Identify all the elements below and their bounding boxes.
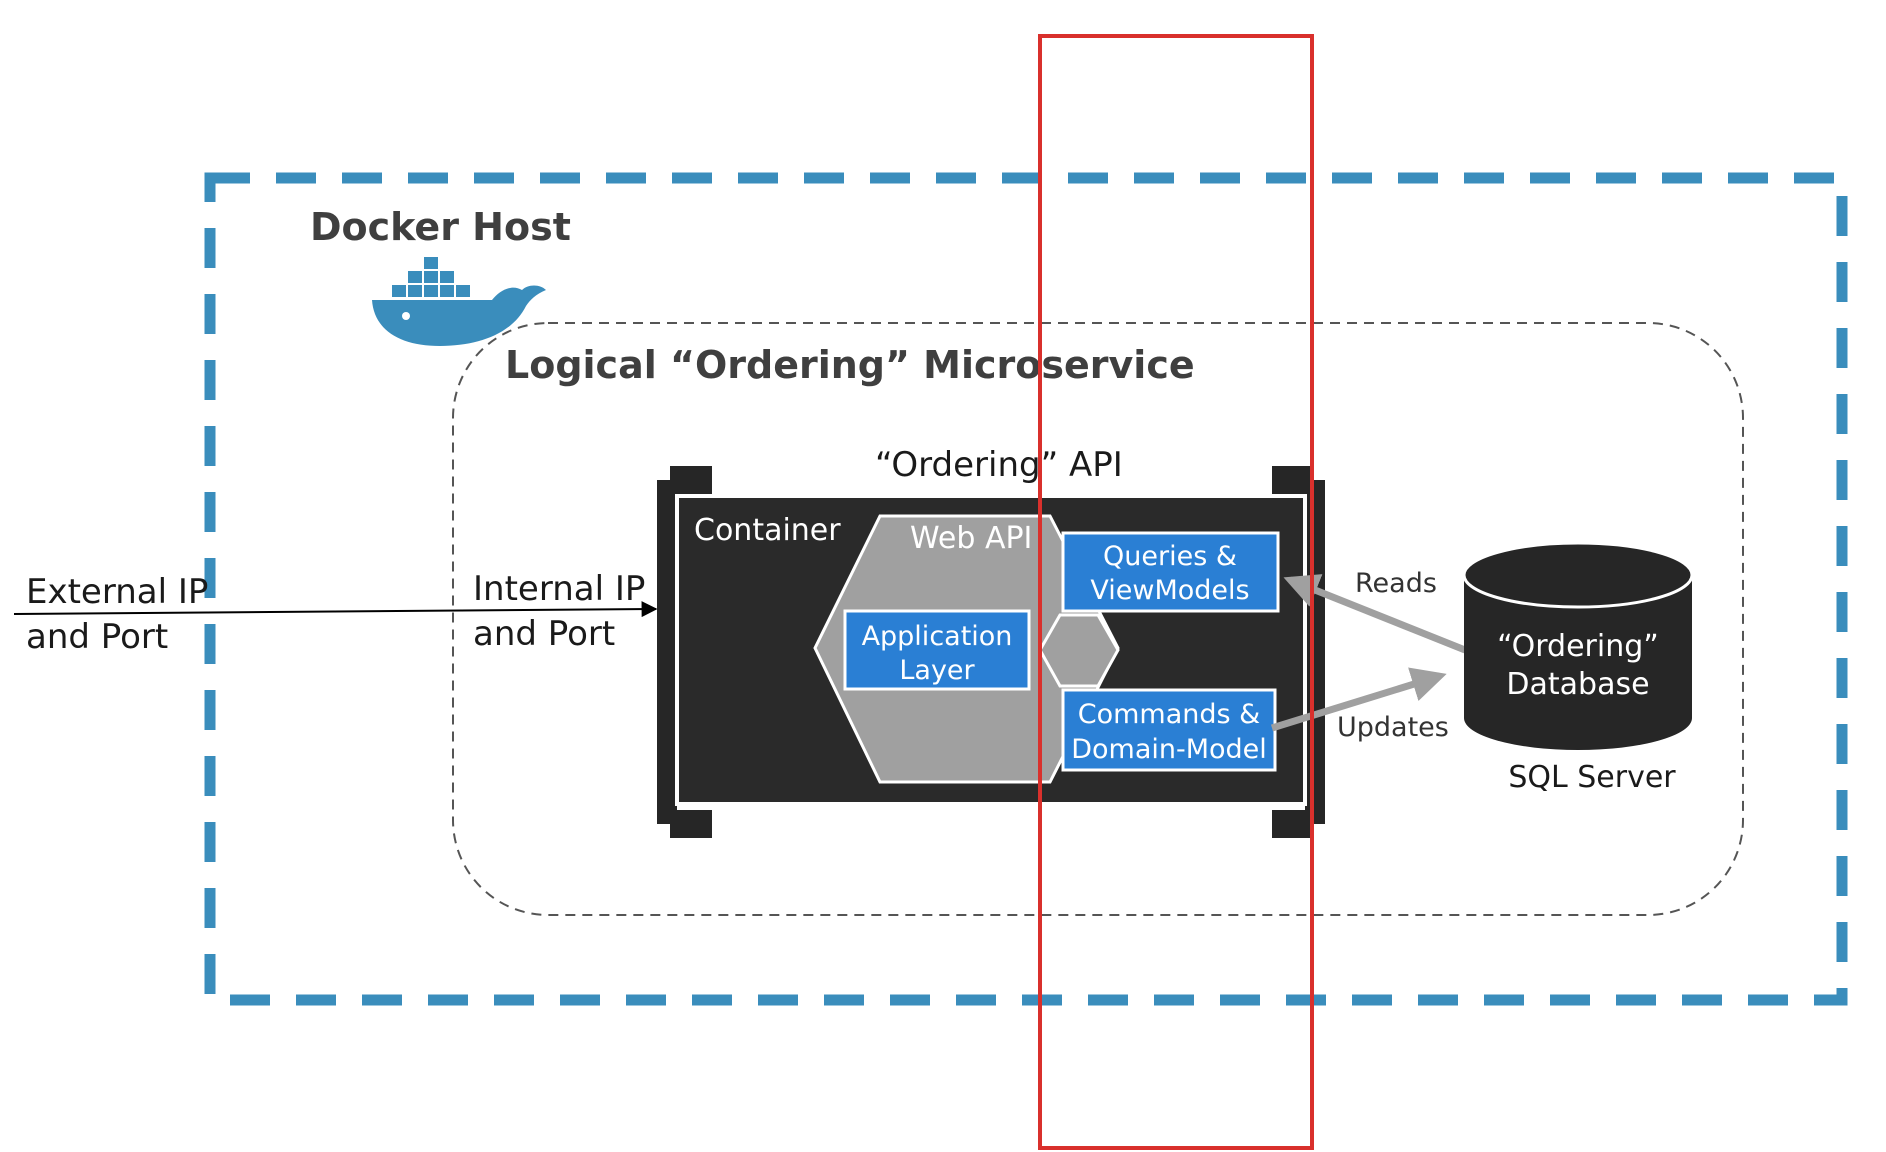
updates-label: Updates [1337,712,1449,743]
docker-whale-icon [372,257,546,346]
commands-line1: Commands & [1078,699,1260,730]
application-layer-line1: Application [862,621,1013,652]
api-title: “Ordering” API [875,445,1123,485]
external-connection-arrow [13,601,658,618]
queries-line2: ViewModels [1090,575,1249,606]
highlight-box [1038,34,1314,1150]
reads-label: Reads [1355,568,1437,599]
microservice-title: Logical “Ordering” Microservice [505,343,1195,387]
docker-host-boundary [204,172,1848,1006]
updates-arrow [1270,667,1447,732]
queries-line1: Queries & [1103,541,1237,572]
queries-box [1061,531,1280,613]
sql-server-label: SQL Server [1508,760,1676,795]
microservice-boundary [452,322,1744,916]
application-layer-line2: Layer [899,655,975,686]
external-ip-line1: External IP [26,572,208,612]
container-label: Container [694,513,841,548]
internal-ip-line1: Internal IP [473,569,645,609]
internal-ip-line2: and Port [473,614,615,654]
docker-host-title: Docker Host [310,205,571,249]
database-cylinder [1462,541,1694,750]
database-line1: “Ordering” [1497,629,1659,664]
web-api-label: Web API [910,521,1032,556]
reads-arrow [1283,574,1467,654]
database-line2: Database [1506,667,1649,702]
application-layer-box [843,609,1031,691]
commands-box [1061,688,1277,772]
external-ip-line2: and Port [26,617,168,657]
commands-line2: Domain-Model [1071,734,1267,765]
